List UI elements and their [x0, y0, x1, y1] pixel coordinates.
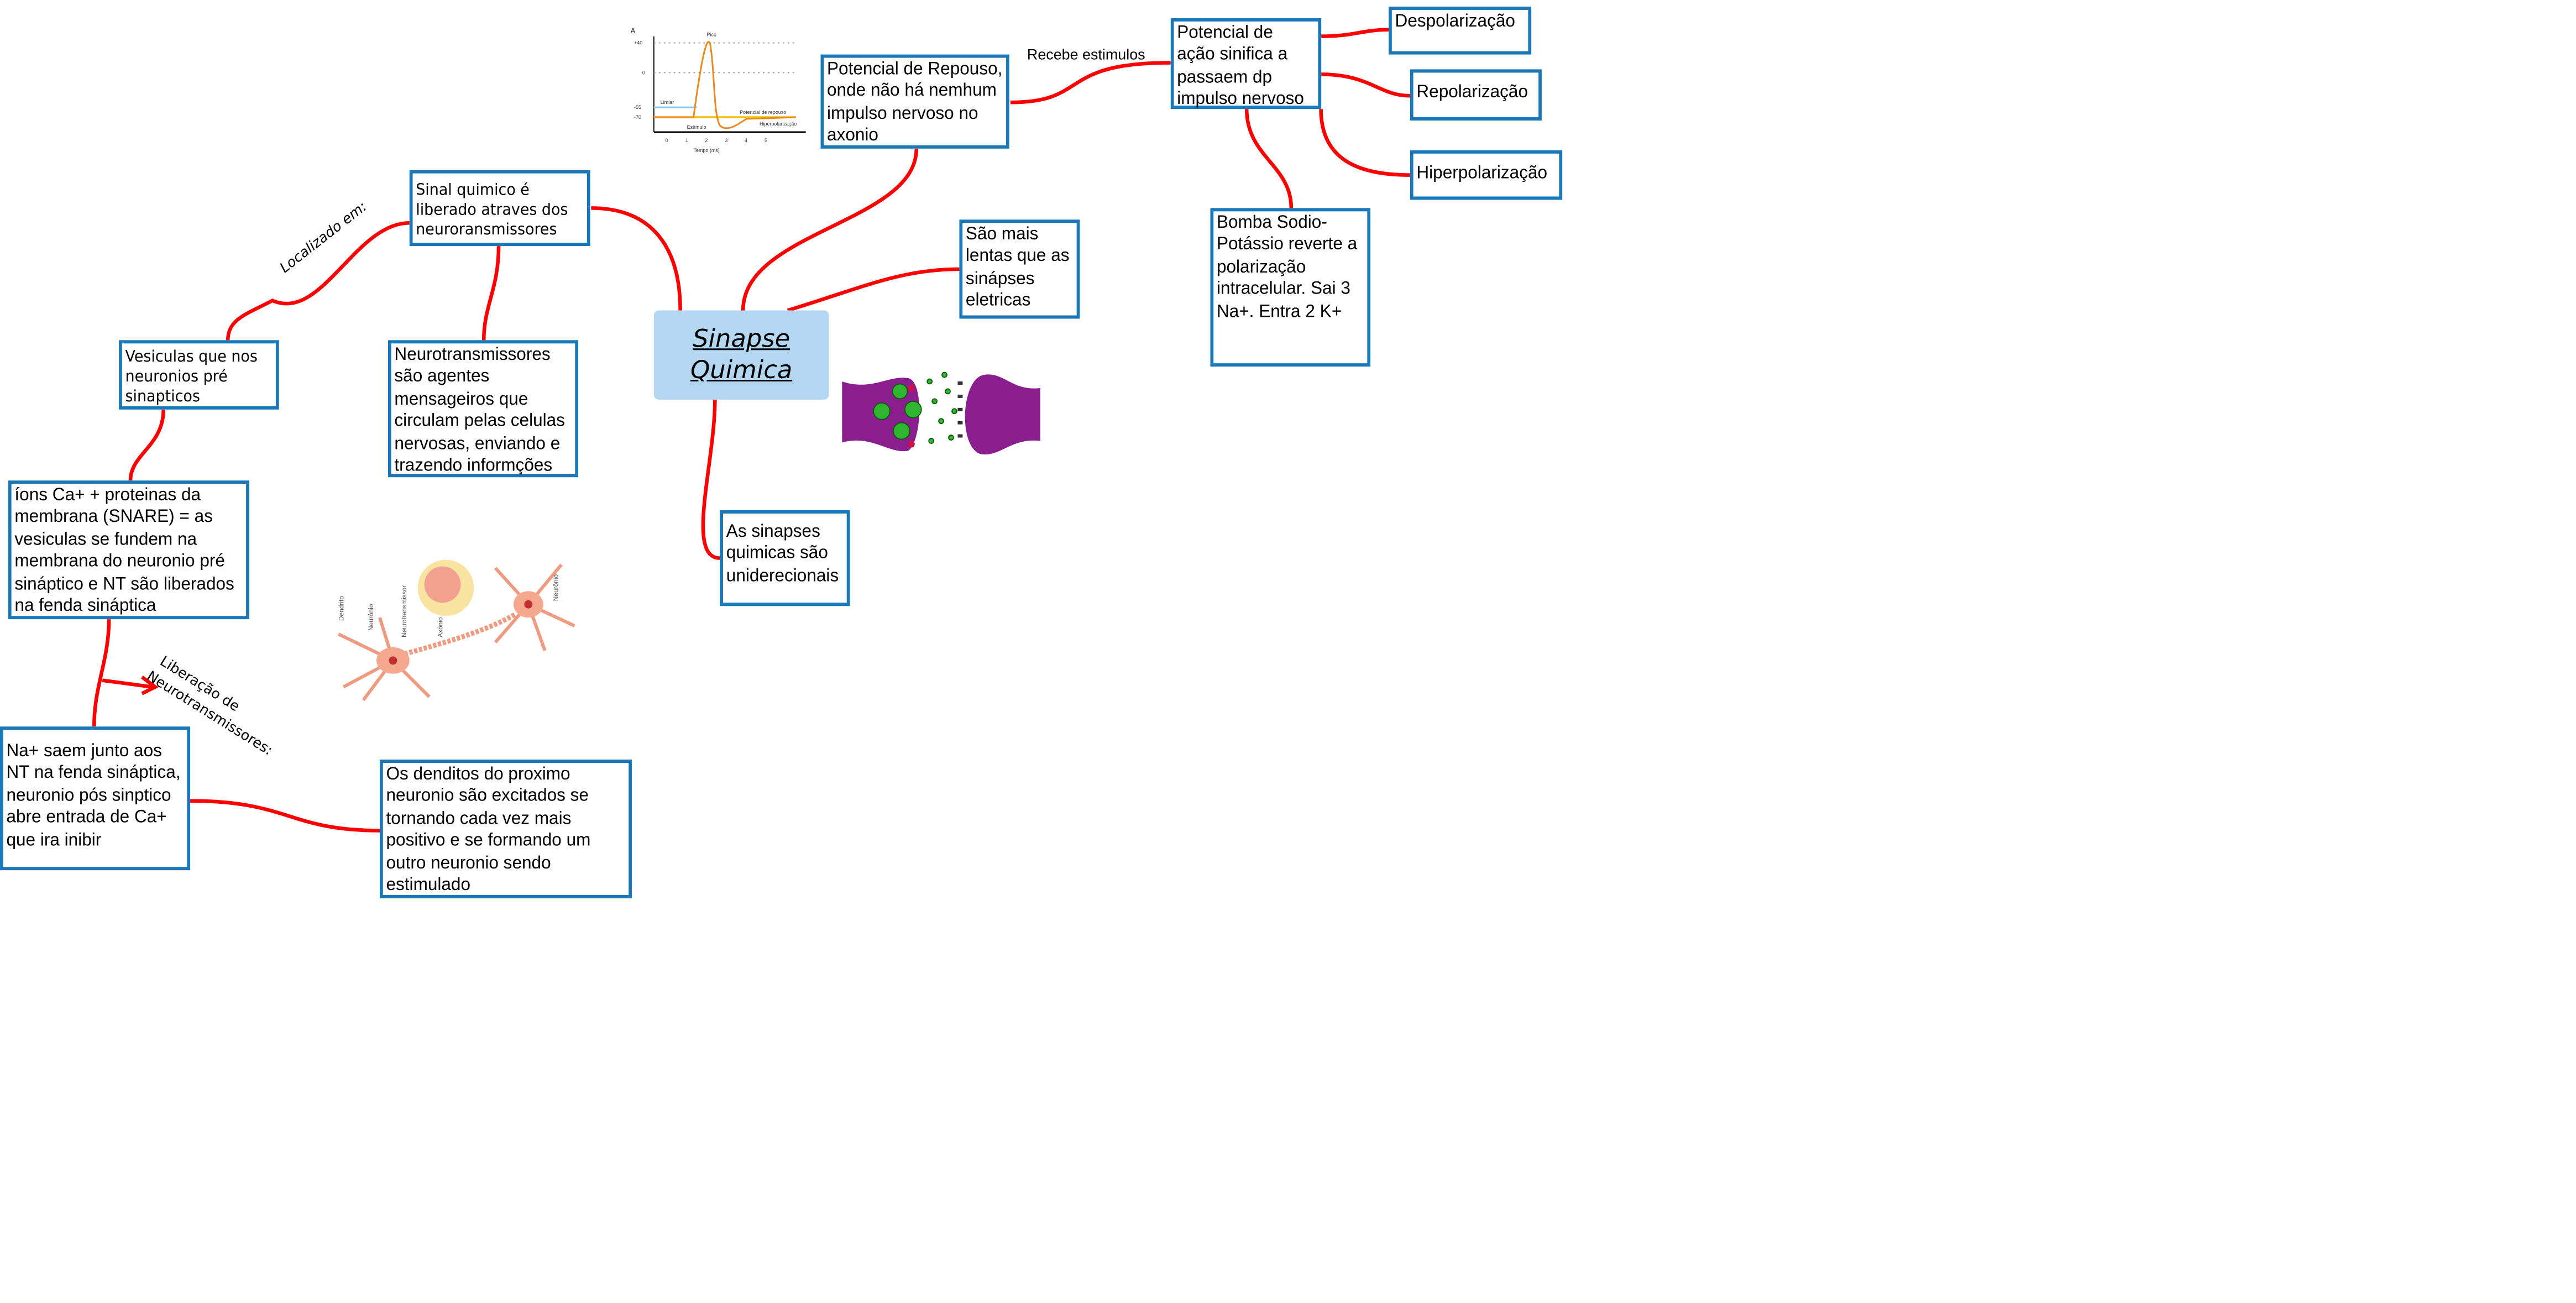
edge-sinal-vesiculas [226, 221, 410, 341]
x-tick: 0 [666, 138, 668, 143]
neuron-label: Neurotransmissor [400, 585, 408, 637]
edge-acao-bomba [1244, 109, 1294, 208]
edge-label-recebe-estimulos: Recebe estimulos [1027, 46, 1145, 63]
y-tick: -70 [634, 114, 641, 120]
neuron-illustration: Dendrito Neurônio Neurotransmissor Axôni… [337, 559, 575, 702]
node-neurotransmissores[interactable]: Neurotransmissores são agentes mensageir… [388, 340, 579, 478]
node-potencial-acao[interactable]: Potencial de ação sinifica a passaem dp … [1170, 18, 1322, 109]
node-vesiculas[interactable]: Vesiculas que nos neuronios pré sinaptic… [119, 340, 279, 410]
edge-center-unidir [701, 399, 720, 560]
neuron-label: Dendrito [337, 596, 345, 621]
edge-center-repouso [741, 148, 919, 311]
central-topic-sinapse-quimica[interactable]: Sinapse Quimica [653, 310, 829, 400]
action-potential-chart: A +40 0 -55 -70 0 1 2 3 4 5 Tempo (ms) P… [631, 27, 806, 153]
node-na-saem[interactable]: Na+ saem junto aos NT na fenda sináptica… [0, 726, 191, 871]
chart-panel-label: A [631, 27, 635, 35]
synapse-illustration [842, 371, 1040, 455]
node-mais-lentas[interactable]: São mais lentas que as sinápses eletrica… [959, 219, 1080, 319]
node-denditos[interactable]: Os denditos do proximo neuronio são exci… [380, 760, 632, 898]
x-label: Tempo (ms) [694, 148, 720, 153]
edge-sinal-neurotrans [481, 246, 501, 341]
label-hiper: Hiperpolarização [760, 121, 797, 127]
neuron-label: Neurônio [367, 604, 375, 631]
edge-acao-hiper [1319, 109, 1410, 177]
node-unidirecionais[interactable]: As sinapses quimicas são uniderecionais [720, 510, 850, 606]
label-limiar: Limiar [661, 100, 674, 105]
label-pico: Pico [706, 32, 716, 38]
edge-center-lentas [787, 267, 960, 312]
edge-vesiculas-ions [128, 409, 165, 481]
label-estimulo: Estímulo [687, 124, 706, 130]
x-tick: 3 [725, 138, 727, 143]
neuron-label: Axônio [437, 617, 444, 637]
edge-acao-despol [1321, 28, 1389, 38]
x-tick: 2 [705, 138, 708, 143]
node-repolarizacao[interactable]: Repolarização [1410, 69, 1542, 121]
central-title-line2: Quimica [690, 355, 793, 385]
y-tick: 0 [642, 70, 645, 75]
edge-acao-repol [1321, 72, 1410, 98]
edge-ions-na [92, 619, 111, 727]
node-potencial-repouso[interactable]: Potencial de Repouso, onde não há nemhum… [820, 54, 1009, 149]
label-repouso: Potencial de repouso [740, 109, 786, 115]
node-bomba-sodio-potassio[interactable]: Bomba Sodio-Potássio reverte a polarizaç… [1210, 208, 1371, 367]
node-hiperpolarizacao[interactable]: Hiperpolarização [1410, 150, 1563, 200]
y-tick: -55 [634, 104, 641, 110]
x-tick: 1 [685, 138, 688, 143]
node-despolarizacao[interactable]: Despolarização [1389, 6, 1532, 55]
node-ions-ca[interactable]: íons Ca+ + proteinas da membrana (SNARE)… [8, 480, 249, 620]
edge-center-sinal [591, 206, 682, 311]
edge-repouso-acao [1010, 61, 1171, 104]
x-tick: 5 [765, 138, 767, 143]
y-tick: +40 [634, 40, 642, 46]
node-sinal-quimico[interactable]: Sinal quimico é liberado atraves dos neu… [409, 170, 590, 247]
neuron-label: Neurônio [552, 574, 560, 601]
central-title-line1: Sinapse [693, 323, 790, 354]
edge-liberacao [102, 676, 159, 695]
edge-na-denditos [190, 799, 380, 833]
x-tick: 4 [745, 138, 747, 143]
